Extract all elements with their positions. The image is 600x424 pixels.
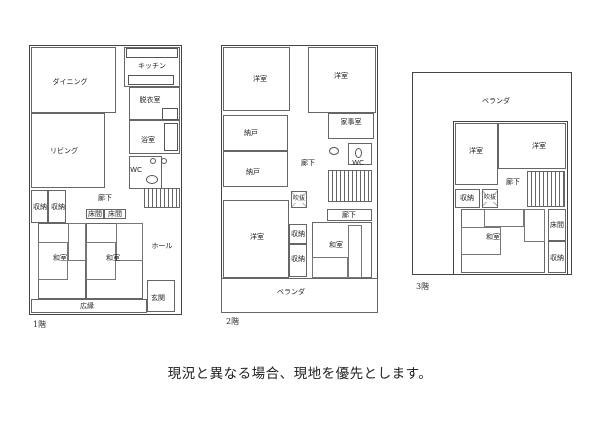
tatami	[116, 223, 143, 261]
floor-plan-2f: 洋室 洋室 家事室 納戸 納戸 廊下 WC 吹抜 廊下 洋室 収納 収納 和室 …	[221, 45, 378, 326]
label-veranda-3f: ベランダ	[482, 97, 510, 105]
label-engawa: 広縁	[80, 302, 94, 310]
label-closet-2: 納戸	[246, 168, 260, 176]
room-closet-1	[223, 115, 288, 151]
floor-label-3f: 3階	[416, 282, 430, 291]
label-western-3f-2: 洋室	[532, 142, 546, 150]
outer-wall-3f-building	[453, 121, 568, 275]
room-storage-3f-1	[455, 189, 480, 208]
room-western-1	[223, 47, 290, 111]
label-kitchen: キッチン	[138, 62, 166, 70]
room-wc-2f	[348, 143, 372, 165]
label-washitsu-2: 和室	[106, 254, 120, 262]
label-tokonoma-3f: 床間	[550, 221, 564, 229]
label-storage-3f-2: 収納	[550, 254, 564, 262]
label-closet-1: 納戸	[244, 129, 258, 137]
room-storage-2f-2	[289, 244, 307, 277]
bathtub	[164, 123, 178, 151]
room-western-3	[223, 200, 289, 278]
label-storage-1: 収納	[33, 203, 47, 211]
label-hallway-3f: 廊下	[506, 178, 520, 186]
label-washitsu-3f: 和室	[486, 233, 500, 241]
label-hallway-2f: 廊下	[301, 159, 315, 167]
room-storage-2f-1	[289, 224, 307, 244]
stairs-2f	[328, 170, 372, 202]
label-storage-3f-1: 収納	[460, 194, 474, 202]
room-utility	[328, 113, 374, 139]
room-hallway2-2f	[327, 209, 372, 221]
label-bath: 浴室	[141, 136, 155, 144]
tatami	[68, 223, 86, 261]
disclaimer-note: 現況と異なる場合、現地を優先とします。	[167, 366, 433, 382]
label-western-3f-1: 洋室	[469, 147, 483, 155]
room-closet-2	[223, 151, 288, 187]
room-engawa	[31, 299, 147, 313]
label-utility: 家事室	[340, 118, 362, 126]
room-storage-2	[48, 190, 66, 223]
tatami	[524, 209, 545, 242]
sink-icon	[161, 158, 167, 164]
label-wc-2f: WC	[352, 159, 364, 167]
room-bath	[129, 120, 180, 154]
label-wc: WC	[130, 166, 142, 174]
room-veranda-2f	[221, 278, 378, 313]
sink-icon	[329, 147, 339, 155]
label-tokonoma-2: 床間	[108, 210, 122, 218]
room-dining	[31, 47, 116, 113]
room-tokonoma-1	[86, 209, 104, 219]
room-storage-1	[31, 190, 48, 223]
label-hallway2-2f: 廊下	[342, 211, 356, 219]
toilet-icon	[355, 148, 362, 158]
kitchen-sink	[128, 75, 174, 85]
outer-wall-1f	[29, 45, 182, 315]
floor-plan-3f: ベランダ 洋室 洋室 廊下 収納 吹抜 和室 床間 収納 3階	[412, 72, 572, 291]
label-western-2: 洋室	[334, 72, 348, 80]
label-entrance: 玄関	[151, 294, 165, 302]
room-tokonoma-2	[104, 209, 126, 219]
label-void-3f: 吹抜	[483, 194, 497, 202]
sink-icon	[150, 158, 156, 164]
label-hallway-1f: 廊下	[98, 194, 112, 202]
stairs-1f	[144, 188, 180, 208]
label-dining: ダイニング	[52, 78, 88, 86]
floor-label-2f: 2階	[226, 317, 240, 326]
label-hall: ホール	[151, 242, 173, 250]
label-tokonoma-1: 床間	[88, 210, 102, 218]
tatami	[86, 242, 116, 280]
floor-label-1f: 1階	[33, 320, 47, 329]
tatami	[312, 257, 348, 278]
label-living: リビング	[50, 147, 78, 155]
room-storage-3f-2	[548, 241, 566, 273]
room-entrance	[147, 280, 175, 312]
stairs-3f	[527, 171, 565, 207]
label-storage-2f-1: 収納	[291, 230, 305, 238]
tatami	[348, 225, 362, 278]
room-kitchen	[124, 47, 180, 87]
toilet-icon	[146, 175, 158, 184]
room-dressing	[129, 87, 180, 120]
kitchen-counter	[126, 48, 178, 58]
washing-machine	[162, 108, 178, 120]
label-veranda-2f: ベランダ	[277, 288, 305, 296]
label-storage-2: 収納	[51, 203, 65, 211]
room-western-3f-2	[498, 123, 566, 169]
label-western-1: 洋室	[253, 75, 267, 83]
room-western-3f-1	[455, 123, 498, 185]
label-washitsu-1: 和室	[53, 254, 67, 262]
tatami	[461, 227, 501, 255]
room-tokonoma-3f	[548, 209, 566, 241]
room-western-2	[308, 47, 376, 113]
tatami	[38, 242, 68, 280]
label-western-3: 洋室	[250, 233, 264, 241]
label-void-2f: 吹抜	[292, 195, 306, 203]
tatami	[484, 209, 524, 227]
room-living	[31, 113, 105, 188]
label-dressing: 脱衣室	[139, 96, 161, 104]
label-storage-2f-2: 収納	[291, 255, 305, 263]
label-washitsu-2f: 和室	[329, 241, 343, 249]
floor-plan-1f: キッチン ダイニング 脱衣室 浴室 リビング WC 廊下 収納 収納 床間 床間…	[0, 0, 200, 340]
